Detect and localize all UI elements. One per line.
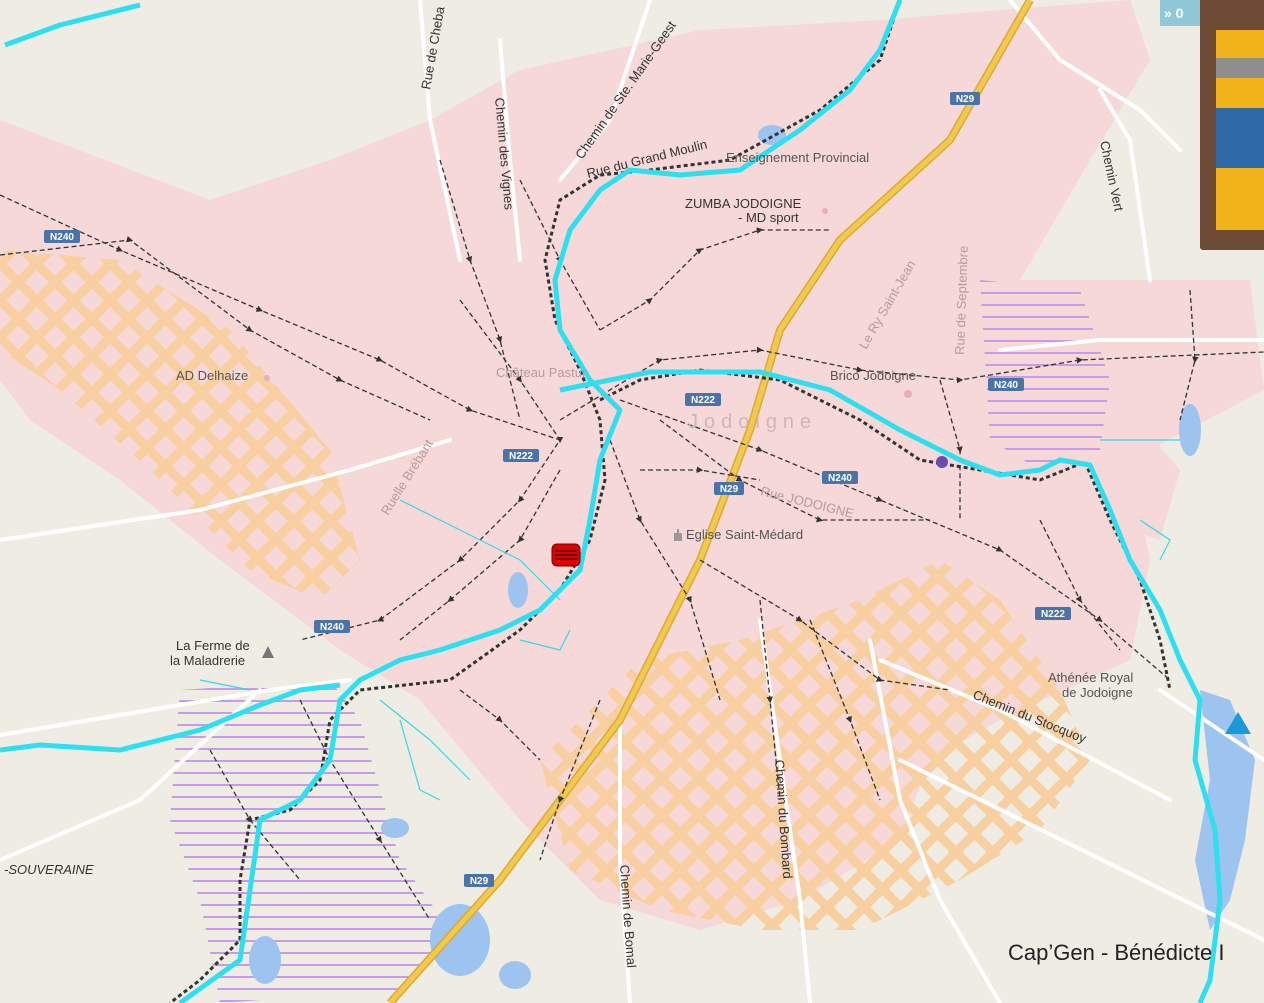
church-icon <box>674 529 682 541</box>
thumb-band <box>1216 168 1264 230</box>
poi-label: Athénée Royal <box>1048 670 1133 685</box>
svg-text:N29: N29 <box>720 484 739 495</box>
poi-dot-icon <box>936 456 948 468</box>
red-marker-icon[interactable] <box>551 543 581 567</box>
road-shield: N29 <box>714 482 744 495</box>
poi-label: Enseignement Provincial <box>726 150 869 165</box>
road-shield: N240 <box>988 378 1024 391</box>
credit-text: Cap’Gen - Bénédicte I <box>1008 940 1225 965</box>
road-shield: N29 <box>950 92 980 105</box>
road-shield: N222 <box>685 393 721 406</box>
road-shield: N222 <box>503 449 539 462</box>
thumbnail-image[interactable] <box>1200 0 1264 250</box>
road-shield: N240 <box>822 471 858 484</box>
svg-text:N240: N240 <box>320 622 344 633</box>
poi-label: La Ferme de <box>176 638 250 653</box>
street-label: -SOUVERAINE <box>4 862 94 877</box>
road-shield: N222 <box>1035 607 1071 620</box>
svg-text:N222: N222 <box>509 451 533 462</box>
poi-label: de Jodoigne <box>1062 685 1133 700</box>
svg-text:N222: N222 <box>691 395 715 406</box>
thumb-band <box>1216 58 1264 78</box>
poi-label: la Maladrerie <box>170 653 245 668</box>
poi-label: Château Pastur <box>496 365 587 380</box>
river <box>0 0 1223 1003</box>
street-label: Rue de Septembre <box>952 246 971 356</box>
svg-text:N240: N240 <box>50 232 74 243</box>
poi-dot-icon <box>822 208 828 214</box>
street-label: Chemin de Bomal <box>617 864 639 968</box>
svg-text:N240: N240 <box>994 380 1018 391</box>
street-label: Chemin Vert <box>1097 140 1127 213</box>
poi-label: Eglise Saint-Médard <box>686 527 803 542</box>
highway-n29 <box>387 0 1034 1003</box>
thumb-band <box>1216 78 1264 108</box>
svg-text:N29: N29 <box>470 876 489 887</box>
poi-label: - MD sport <box>738 210 799 225</box>
poi-label: AD Delhaize <box>176 368 248 383</box>
water <box>249 125 1255 989</box>
road-shield: N240 <box>44 230 80 243</box>
thumb-band <box>1216 108 1264 168</box>
poi-dot-icon <box>904 390 912 398</box>
town-label: Jodoigne <box>688 411 817 433</box>
road-shield: N240 <box>314 620 350 633</box>
road-shield: N29 <box>464 874 494 887</box>
zone-orange <box>0 250 1090 930</box>
poi-dot-icon <box>264 375 270 381</box>
monument-icon <box>262 646 274 658</box>
svg-text:N29: N29 <box>956 94 975 105</box>
svg-text:N240: N240 <box>828 473 852 484</box>
poi-label: ZUMBA JODOIGNE <box>685 196 802 211</box>
streams <box>199 439 1180 801</box>
thumb-band <box>1216 30 1264 58</box>
svg-text:N222: N222 <box>1041 609 1065 620</box>
poi-label: Brico Jodoigne <box>830 368 916 383</box>
expand-panel-button[interactable]: » 0 <box>1160 0 1200 26</box>
blue-triangle-icon[interactable] <box>1225 712 1251 734</box>
